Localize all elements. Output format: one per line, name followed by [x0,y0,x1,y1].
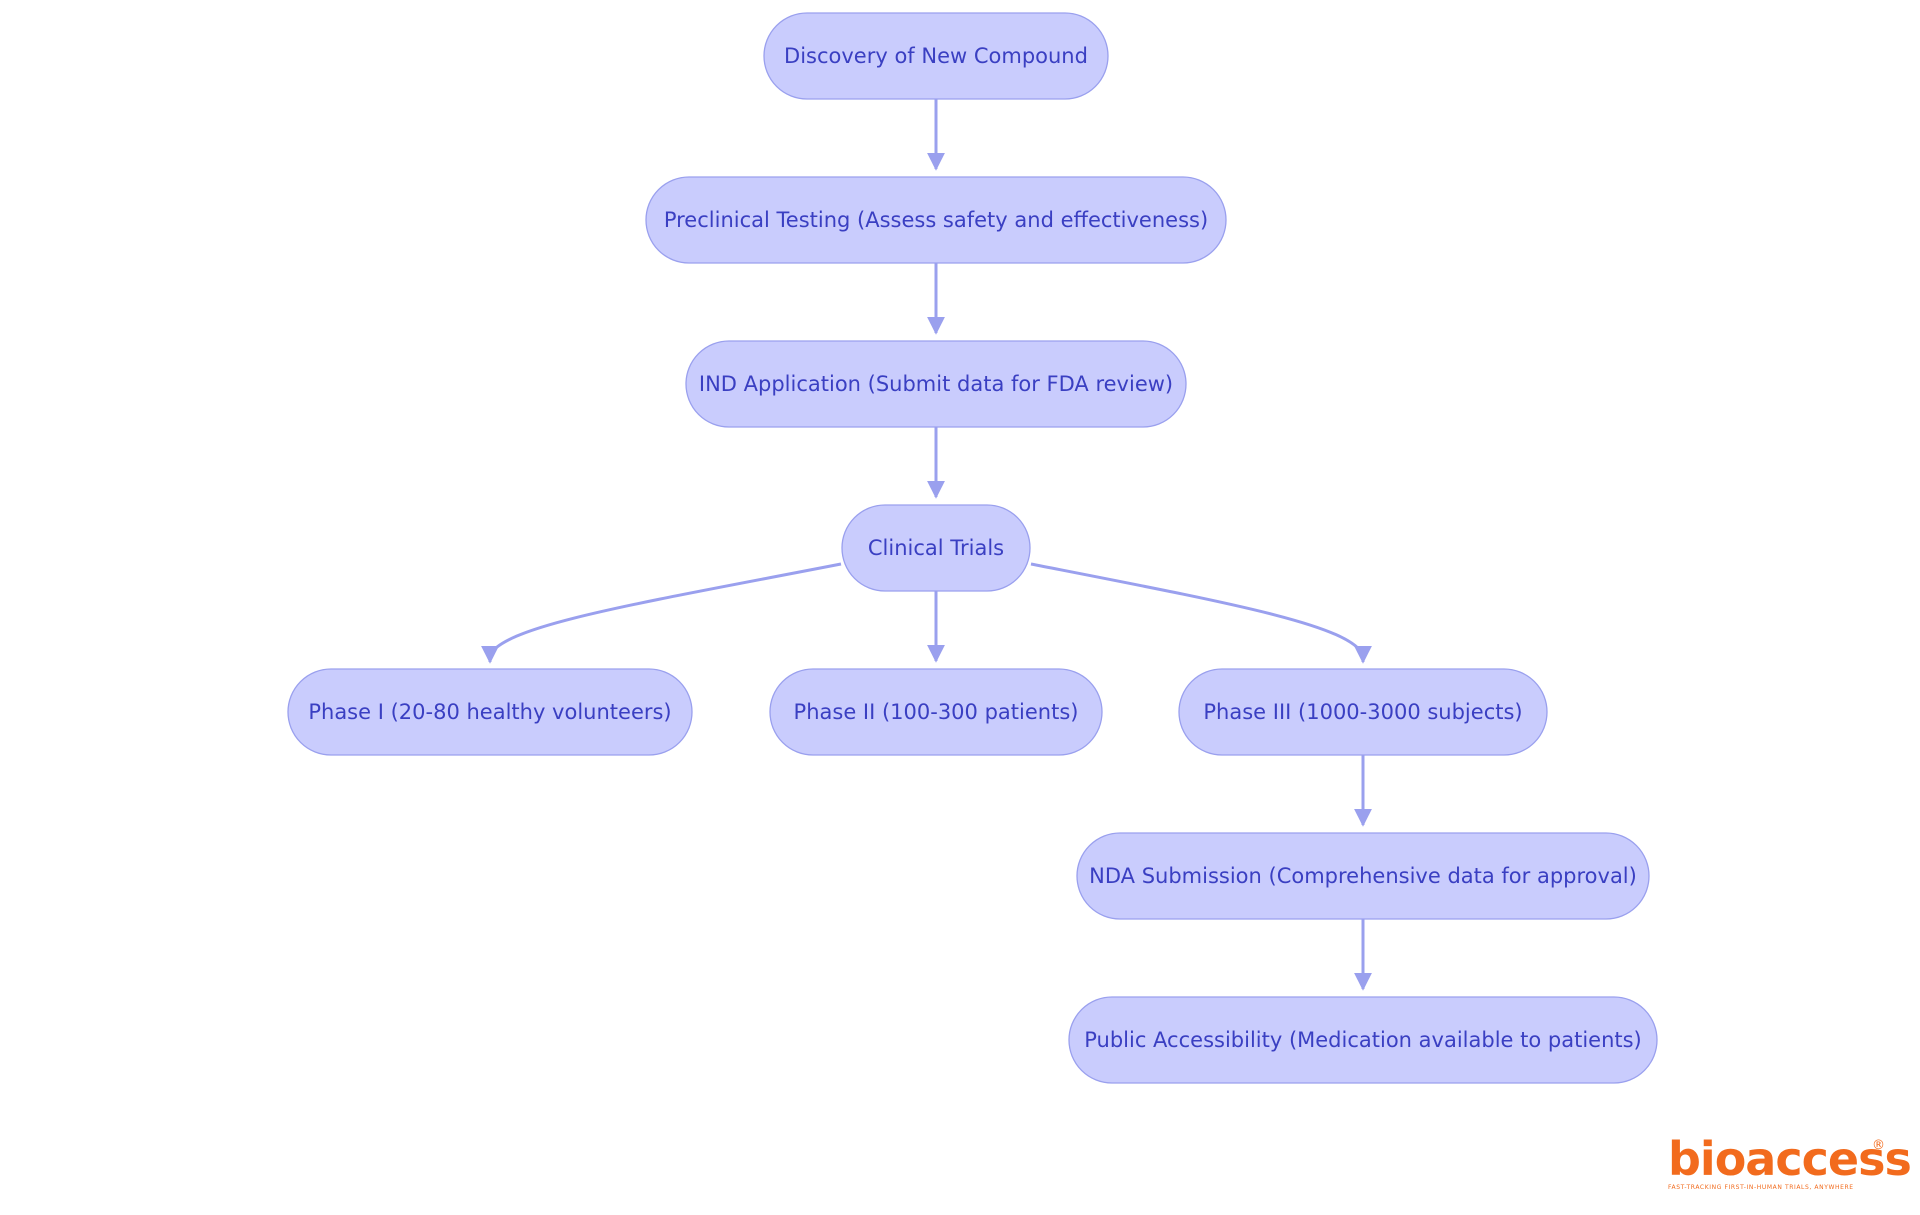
node-preclinical-testing-label: Preclinical Testing (Assess safety and e… [664,208,1208,232]
node-phase-1-label: Phase I (20-80 healthy volunteers) [308,700,671,724]
node-phase-2: Phase II (100-300 patients) [769,668,1103,756]
node-ind-application: IND Application (Submit data for FDA rev… [685,340,1187,428]
node-phase-2-label: Phase II (100-300 patients) [794,700,1079,724]
node-ind-application-label: IND Application (Submit data for FDA rev… [699,372,1173,396]
node-nda-submission-label: NDA Submission (Comprehensive data for a… [1089,864,1637,888]
node-clinical-trials-label: Clinical Trials [868,536,1004,560]
logo-wordmark: bioaccess [1668,1132,1912,1186]
node-clinical-trials: Clinical Trials [841,504,1031,592]
logo-registered-mark: ® [1872,1138,1885,1153]
node-phase-3-label: Phase III (1000-3000 subjects) [1203,700,1522,724]
node-phase-3: Phase III (1000-3000 subjects) [1178,668,1548,756]
node-preclinical-testing: Preclinical Testing (Assess safety and e… [645,176,1227,264]
edge-clinical-to-phase3 [1030,562,1372,664]
node-public-accessibility-label: Public Accessibility (Medication availab… [1084,1028,1642,1052]
node-nda-submission: NDA Submission (Comprehensive data for a… [1076,832,1650,920]
bioaccess-logo: bioaccess ® FAST-TRACKING FIRST-IN-HUMAN… [1668,1132,1912,1196]
node-discovery-label: Discovery of New Compound [784,44,1088,68]
node-discovery: Discovery of New Compound [763,12,1109,100]
logo-tagline: FAST-TRACKING FIRST-IN-HUMAN TRIALS, ANY… [1668,1184,1854,1191]
node-public-accessibility: Public Accessibility (Medication availab… [1068,996,1658,1084]
edge-clinical-to-phase1 [481,562,842,664]
node-phase-1: Phase I (20-80 healthy volunteers) [287,668,693,756]
